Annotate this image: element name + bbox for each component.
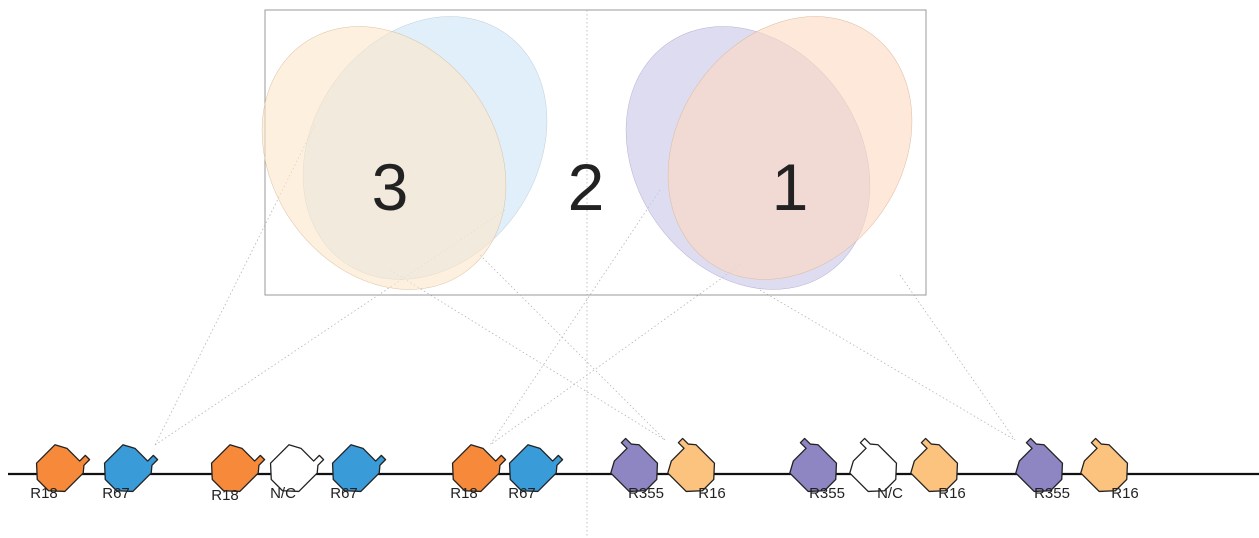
marker-label: R355 [1034,485,1070,502]
connector-line [489,264,741,446]
connector-lines [154,10,1016,538]
venn-diagram: 3 2 1 [261,9,927,296]
venn-ellipse-peach [667,16,913,280]
marker-label: R18 [30,485,58,502]
venn-middle-count: 2 [568,150,605,224]
venn-ellipse-light-orange [261,26,507,290]
connector-line [489,189,661,446]
marker-label: R18 [211,487,239,504]
marker-label: N/C [877,485,903,502]
marker-label: R16 [1111,485,1139,502]
marker-label: N/C [270,485,296,502]
connector-line [479,254,666,441]
connector-line [899,274,1016,441]
marker-label: R355 [628,485,664,502]
markers: R18 R67 R18 N/C R67 R18 R67 R355 R16 R355 N/C R16 R3… [28,434,1139,504]
marker-label: R16 [938,485,966,502]
marker-label: R67 [330,485,358,502]
marker-label: R18 [450,485,478,502]
venn-right-count: 1 [772,150,809,224]
connector-line [759,289,1016,441]
connector-line [389,269,666,441]
marker-label: R67 [508,485,536,502]
marker-label: R67 [102,485,130,502]
marker-label: R16 [698,485,726,502]
venn-left-count: 3 [372,150,409,224]
marker-label: R355 [809,485,845,502]
